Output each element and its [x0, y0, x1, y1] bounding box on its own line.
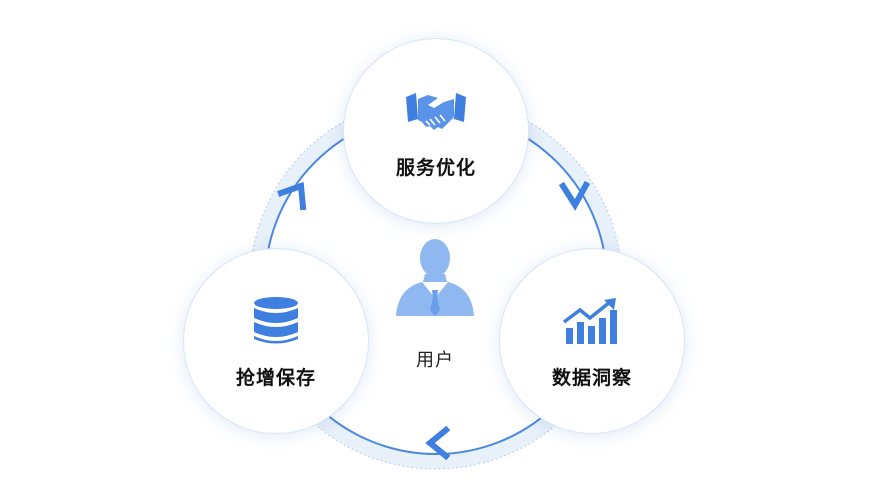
node-retention: 抢增保存	[184, 249, 368, 433]
node-service-optimization: 服务优化	[344, 39, 528, 223]
center-label: 用户	[416, 350, 454, 371]
growth-chart-icon	[560, 293, 624, 349]
flow-arrow-bottom	[425, 425, 451, 461]
handshake-icon	[404, 83, 468, 139]
flow-arrow-left	[277, 181, 307, 211]
node-label: 数据洞察	[551, 366, 632, 389]
database-icon	[244, 293, 308, 349]
node-label: 服务优化	[395, 156, 476, 179]
flow-arrow-right	[558, 180, 591, 211]
user-icon	[392, 236, 478, 320]
center-user: 用户	[385, 236, 485, 372]
node-label: 抢增保存	[235, 366, 316, 389]
node-data-insight: 数据洞察	[500, 249, 684, 433]
